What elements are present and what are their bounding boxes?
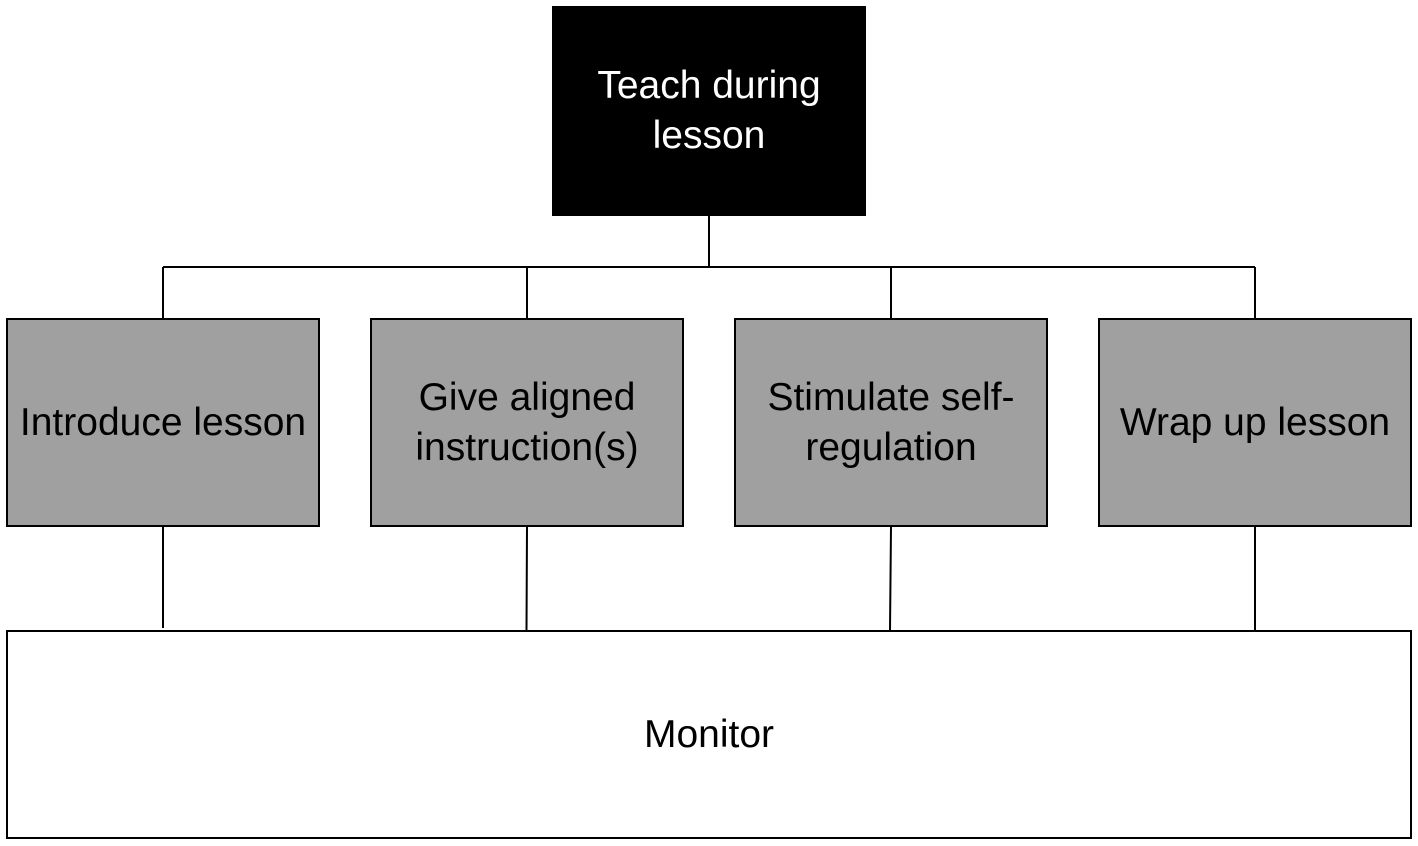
step-give-aligned-instructions: Give aligned instruction(s)	[370, 318, 684, 527]
monitor-node: Monitor	[6, 630, 1412, 839]
root-node-teach-during-lesson: Teach during lesson	[552, 6, 866, 216]
step-wrap-up-lesson: Wrap up lesson	[1098, 318, 1412, 527]
monitor-link-selfregulation	[889, 526, 892, 631]
step-stimulate-self-regulation: Stimulate self- regulation	[734, 318, 1048, 527]
monitor-link-instruction	[525, 526, 528, 631]
step-introduce-lesson: Introduce lesson	[6, 318, 320, 527]
